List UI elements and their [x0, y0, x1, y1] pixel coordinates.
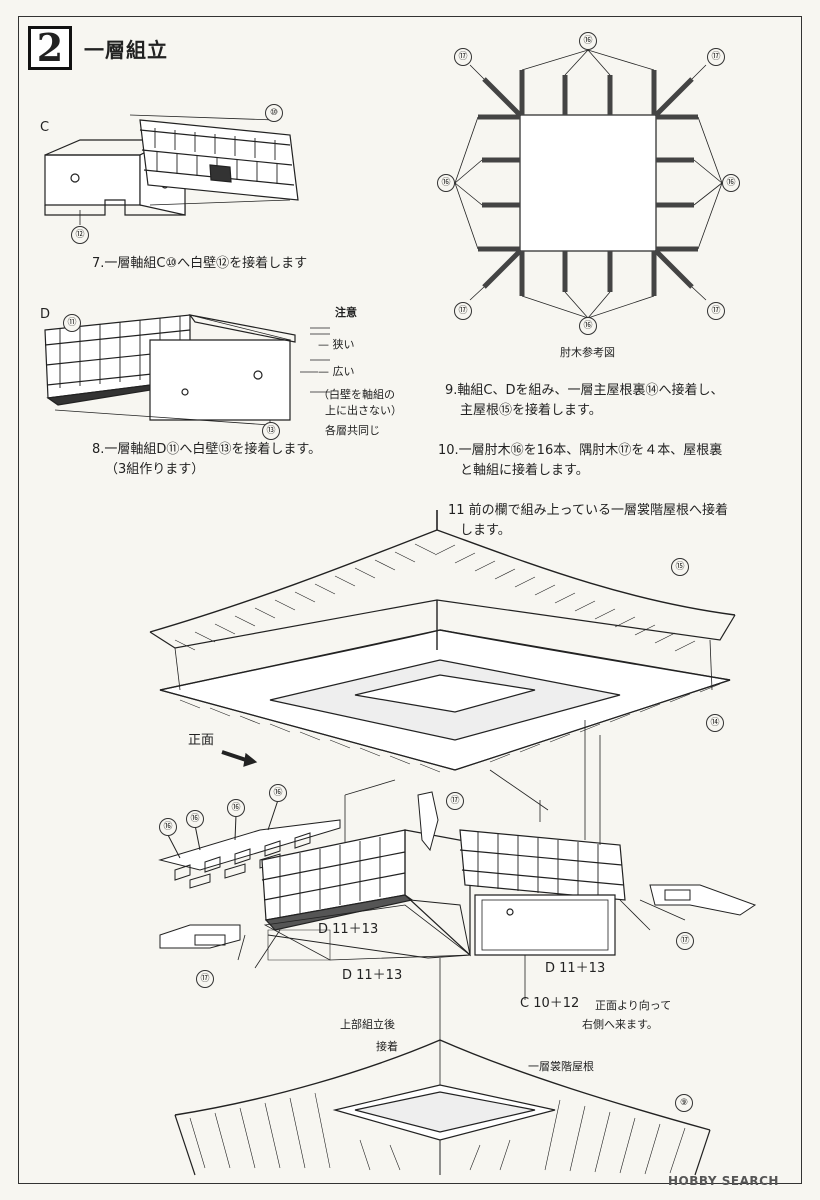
note-line-1: （白壁を軸組の [318, 388, 395, 401]
part-number-15: ⑮ [671, 558, 689, 576]
step-11-line-1: 11 前の欄で組み上っている一層裳階屋根へ接着 [448, 503, 729, 518]
assembled-frames [261, 829, 626, 961]
part-number-17-center: ⑰ [446, 792, 464, 810]
step-9-line-2: 主屋根⑮を接着します。 [460, 403, 602, 418]
ref-corner-bl: ⑰ [454, 302, 472, 320]
part-number-17-left: ⑰ [196, 970, 214, 988]
part-number-16-a: ⑯ [269, 784, 287, 802]
part-number-16-b: ⑯ [227, 799, 245, 817]
ref-corner-br: ⑰ [707, 302, 725, 320]
after-assembly-line-1: 上部組立後 [340, 1018, 395, 1031]
figure-d-label: D [40, 307, 51, 322]
after-assembly-line-2: 接着 [376, 1040, 398, 1053]
step-8-line-1: 8.一層軸組D⑪へ白壁⑬を接着します。 [92, 442, 322, 457]
note-line-3: 各層共同じ [325, 424, 380, 437]
part-number-13: ⑬ [262, 422, 280, 440]
page-border [18, 16, 802, 1184]
c-note-line-1: 正面より向って [595, 999, 672, 1012]
step-10-line-2: と軸組に接着します。 [460, 463, 589, 478]
ref-bracket-bottom: ⑯ [579, 317, 597, 335]
lower-roof [174, 1039, 711, 1176]
note-wide: — 広い [318, 365, 355, 378]
front-label: 正面 [188, 733, 215, 748]
c-note-line-2: 右側へ来ます。 [582, 1018, 658, 1031]
step-11-line-2: します。 [460, 523, 511, 538]
part-number-16-c: ⑯ [186, 810, 204, 828]
ref-bracket-left: ⑯ [437, 174, 455, 192]
part-number-10: ⑩ [265, 104, 283, 122]
note-line-2: 上に出さない） [325, 404, 402, 417]
figure-d-wall [54, 314, 296, 428]
step-7-text: 7.一層軸組C⑩へ白壁⑫を接着します [92, 256, 308, 271]
ref-bracket-top: ⑯ [579, 32, 597, 50]
part-number-17-right: ⑰ [676, 932, 694, 950]
figure-c-frame [79, 114, 299, 225]
part-number-16-d: ⑯ [159, 818, 177, 836]
d-label-inner: D 11＋13 [318, 922, 379, 937]
note-ticks [300, 327, 330, 393]
part-number-9: ⑨ [675, 1094, 693, 1112]
step-10-line-1: 10.一層肘木⑯を16本、隅肘木⑰を４本、屋根裏 [438, 443, 723, 458]
note-title: 注意 [335, 306, 357, 319]
c-label: C 10＋12 [520, 996, 580, 1011]
step-8-line-2: （3組作ります） [105, 462, 205, 477]
part-number-11: ⑪ [63, 314, 81, 332]
main-roof [149, 510, 736, 773]
d-label-right: D 11＋13 [545, 961, 606, 976]
reference-caption: 肘木参考図 [560, 346, 615, 359]
part-number-14: ⑭ [706, 714, 724, 732]
bracket-reference-diagram [454, 49, 723, 319]
step-9-line-1: 9.軸組C、Dを組み、一層主屋根裏⑭へ接着し、 [445, 383, 724, 398]
ref-bracket-right: ⑯ [722, 174, 740, 192]
part-number-12: ⑫ [71, 226, 89, 244]
ref-corner-tl: ⑰ [454, 48, 472, 66]
lower-roof-label: 一層裳階屋根 [528, 1060, 594, 1073]
ref-corner-tr: ⑰ [707, 48, 725, 66]
figure-c-label: C [40, 120, 50, 135]
front-arrow [221, 750, 258, 767]
corner-bracket-pieces [159, 791, 757, 949]
section-title: 一層組立 [84, 38, 168, 62]
note-narrow: — 狭い [318, 338, 355, 351]
d-label-left: D 11＋13 [342, 968, 403, 983]
bracket-pieces-left [158, 799, 341, 889]
step-number: 2 [28, 26, 72, 70]
watermark: HOBBY SEARCH [668, 1174, 779, 1188]
